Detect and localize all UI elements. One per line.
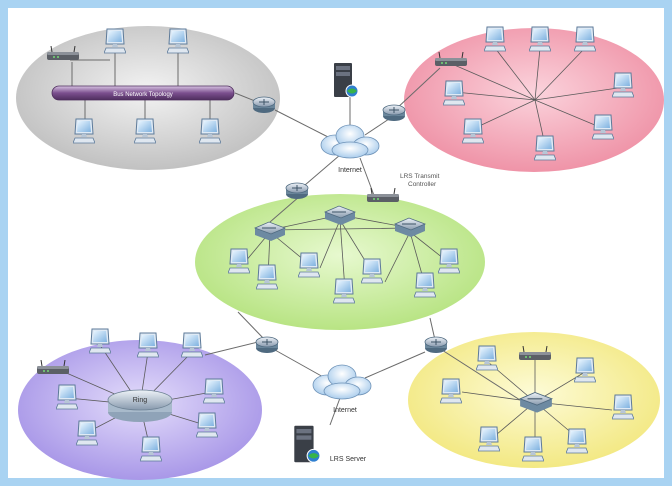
computer-icon [333, 278, 355, 304]
computer-icon [203, 378, 225, 404]
star-network [382, 26, 634, 161]
computer-icon [612, 394, 634, 420]
computer-icon [612, 72, 634, 98]
bus-network: Bus Network Topology [46, 28, 276, 144]
tree-network [440, 345, 634, 462]
lrs-server-label: LRS Server [330, 456, 367, 463]
computer-icon [414, 272, 436, 298]
computer-icon [73, 118, 95, 144]
computer-icon [361, 258, 383, 284]
computer-icon [476, 345, 498, 371]
computer-icon [443, 80, 465, 106]
computer-icon [228, 248, 250, 274]
star-router-icon [382, 104, 406, 122]
bus-backbone-pipe [51, 85, 235, 101]
tree-router-icon [424, 336, 448, 354]
internet-top-label: Internet [338, 167, 362, 174]
internet-bottom: Internet LRS Server [255, 336, 448, 463]
computer-icon [199, 118, 221, 144]
computer-icon [134, 118, 156, 144]
bus-router-icon [252, 96, 276, 114]
computer-icon [298, 252, 320, 278]
computer-icon [462, 118, 484, 144]
computer-icon [167, 28, 189, 54]
computer-icon [484, 26, 506, 52]
computer-icon [196, 412, 218, 438]
computer-icon [574, 26, 596, 52]
computer-icon [592, 114, 614, 140]
computer-icon [438, 248, 460, 274]
ring-node-top [107, 389, 173, 411]
bus-topology-label: Bus Network Topology [113, 92, 173, 98]
computer-icon [104, 28, 126, 54]
computer-icon [529, 26, 551, 52]
controller-label-line1: LRS Transmit [400, 173, 440, 180]
computer-icon [478, 426, 500, 452]
computer-icon [566, 428, 588, 454]
computer-icon [140, 436, 162, 462]
computer-icon [256, 264, 278, 290]
computer-icon [440, 378, 462, 404]
computer-icon [76, 420, 98, 446]
internet-top: Internet [285, 62, 380, 200]
computer-icon [574, 357, 596, 383]
mesh-network [228, 205, 460, 304]
computer-icon [137, 332, 159, 358]
ring-router-icon [255, 336, 279, 354]
controller-label-line2: Controller [408, 181, 437, 188]
ring-network: Ring [36, 328, 225, 462]
computer-icon [89, 328, 111, 354]
computer-icon [522, 436, 544, 462]
ring-label: Ring [133, 397, 148, 404]
computer-icon [56, 384, 78, 410]
internet-cloud-icon [312, 364, 372, 400]
computer-icon [534, 135, 556, 161]
internet-bottom-label: Internet [333, 407, 357, 414]
mesh-router-icon [285, 182, 309, 200]
internet-cloud-icon [320, 124, 380, 159]
controller-label: LRS Transmit Controller [366, 173, 440, 203]
computer-icon [181, 332, 203, 358]
